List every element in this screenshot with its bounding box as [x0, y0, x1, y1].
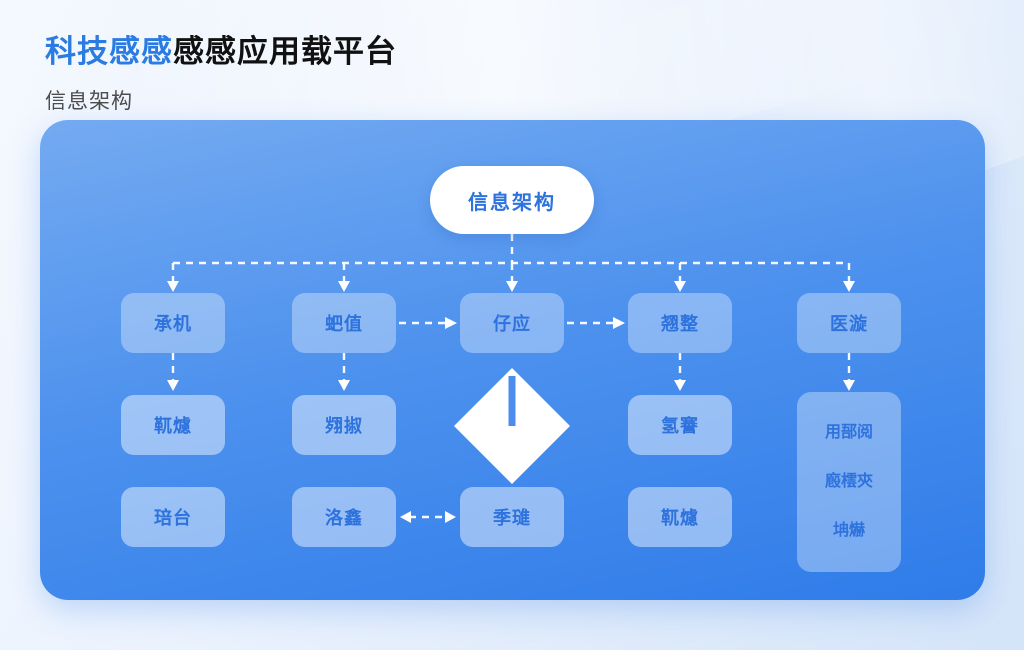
right-list-item: 廏橒㚒 [824, 473, 873, 490]
right-list-item: 用郚阅 [824, 424, 873, 441]
diagram-node-l3-2: 洛鑫 [292, 487, 396, 547]
diagram-node-l2-1: 靰爈 [121, 395, 225, 455]
diamond-icon [454, 368, 570, 484]
diagram-node-l3-4: 靰爈 [628, 487, 732, 547]
diagram-node-l3-1: 琣台 [121, 487, 225, 547]
diagram-panel: 信息架构 承机 蚆值 仔应 翘整 医漩 靰爈 翙掓 氢謇 琣台 洛鑫 季璡 靰爈… [40, 120, 985, 600]
diagram-node-l1-1: 承机 [121, 293, 225, 353]
connector-lines [167, 234, 855, 523]
diagram-node-l2-2: 翙掓 [292, 395, 396, 455]
diagram-node-l1-2: 蚆值 [292, 293, 396, 353]
page-header: 科技感感感感应用载平台 信息架构 [45, 26, 397, 115]
title-accent: 科技感感 [45, 34, 173, 69]
page-title: 科技感感感感应用载平台 [45, 26, 397, 71]
right-list-item: 㘱爀 [832, 522, 865, 539]
diagram-root-node: 信息架构 [430, 166, 594, 234]
page-subtitle: 信息架构 [45, 90, 133, 113]
diagram-node-l1-5: 医漩 [797, 293, 901, 353]
title-rest: 感感应用载平台 [173, 34, 397, 69]
diagram-node-l1-3: 仔应 [460, 293, 564, 353]
diagram-right-list: 用郚阅 廏橒㚒 㘱爀 [797, 392, 901, 572]
diagram-node-l3-3: 季璡 [460, 487, 564, 547]
diagram-node-l2-4: 氢謇 [628, 395, 732, 455]
diagram-node-l1-4: 翘整 [628, 293, 732, 353]
